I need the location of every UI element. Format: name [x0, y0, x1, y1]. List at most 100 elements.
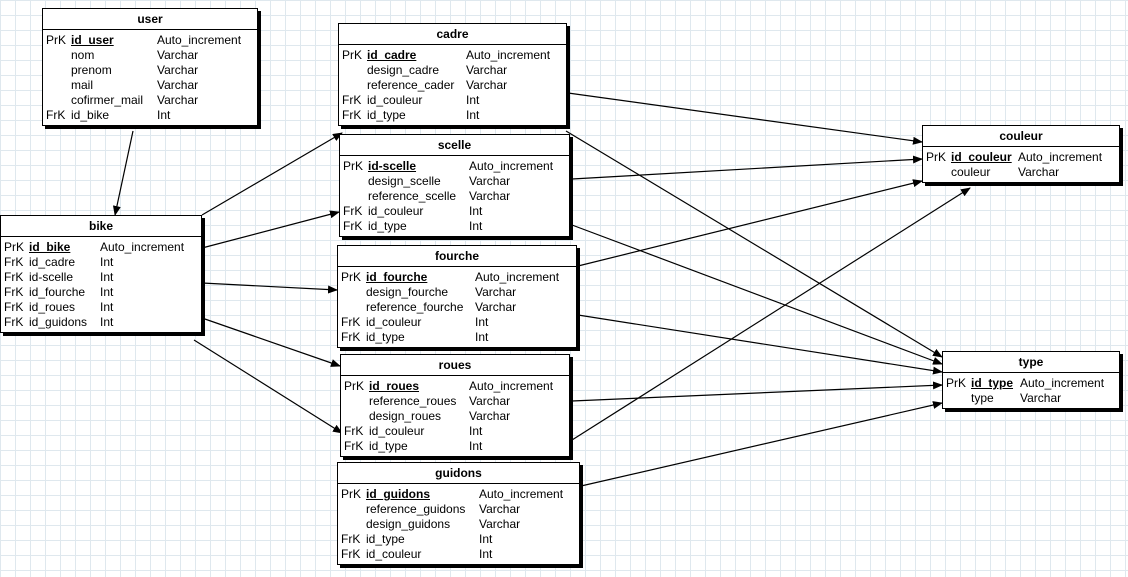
field-key: PrK	[341, 270, 362, 284]
field-row: design_roues Varchar	[341, 409, 569, 424]
field-key	[339, 78, 367, 93]
field-name: id_type	[368, 219, 407, 233]
field-row: FrK id_couleur Int	[340, 204, 569, 219]
field-type: Varchar	[157, 78, 199, 92]
field-key: FrK	[4, 285, 24, 299]
field-type: Auto_increment	[469, 379, 554, 393]
field-name: nom	[71, 48, 95, 62]
relation-scelle-to-couleur	[571, 155, 923, 180]
field-key: FrK	[4, 270, 24, 284]
field-name: design_cadre	[367, 63, 440, 77]
field-name: design_roues	[369, 409, 442, 423]
field-type: Varchar	[475, 285, 517, 299]
entity-title: couleur	[923, 126, 1119, 147]
field-key: FrK	[342, 93, 362, 107]
field-name: cofirmer_mail	[71, 93, 144, 107]
field-key	[338, 517, 366, 532]
field-key	[340, 174, 368, 189]
field-name: id_couleur	[369, 424, 425, 438]
field-row: mail Varchar	[43, 78, 257, 93]
field-type: Varchar	[466, 78, 508, 92]
field-name: id_type	[367, 108, 406, 122]
field-name: design_scelle	[368, 174, 441, 188]
field-key: PrK	[341, 487, 362, 501]
field-type: Auto_increment	[466, 48, 551, 62]
field-key	[923, 165, 951, 180]
relation-bike-to-scelle	[201, 210, 340, 249]
field-key: FrK	[343, 204, 363, 218]
field-key: FrK	[341, 547, 361, 561]
field-type: Int	[479, 532, 493, 546]
relation-bike-to-roues	[201, 317, 341, 367]
field-key: PrK	[343, 159, 364, 173]
field-name: design_fourche	[366, 285, 449, 299]
field-type: Int	[466, 93, 480, 107]
field-type: Int	[469, 439, 483, 453]
field-type: Int	[100, 285, 114, 299]
relation-cadre-to-couleur	[567, 92, 923, 145]
field-name: id_type	[369, 439, 408, 453]
field-type: Varchar	[469, 409, 511, 423]
field-type: Varchar	[1020, 391, 1062, 405]
relation-roues-to-couleur	[571, 187, 971, 441]
relation-scelle-to-type	[571, 224, 943, 365]
field-key: PrK	[926, 150, 947, 164]
field-type: Int	[469, 204, 483, 218]
field-name: reference_roues	[369, 394, 457, 408]
field-key: FrK	[342, 108, 362, 122]
field-type: Int	[466, 108, 480, 122]
field-name: id_couleur	[366, 315, 422, 329]
field-key: FrK	[4, 300, 24, 314]
field-type: Int	[469, 219, 483, 233]
field-row: FrK id_type Int	[339, 108, 566, 123]
relation-bike-to-fourche	[201, 282, 338, 294]
field-key: PrK	[946, 376, 967, 390]
field-name: mail	[71, 78, 94, 92]
field-type: Varchar	[469, 174, 511, 188]
field-type: Int	[475, 315, 489, 329]
field-type: Auto_increment	[1018, 150, 1103, 164]
field-type: Int	[157, 108, 171, 122]
field-type: Varchar	[479, 502, 521, 516]
field-type: Int	[475, 330, 489, 344]
field-row: design_scelle Varchar	[340, 174, 569, 189]
field-key: FrK	[341, 532, 361, 546]
field-key	[43, 78, 71, 93]
field-name: id_couleur	[368, 204, 424, 218]
field-name: id_couleur	[366, 547, 422, 561]
field-key: FrK	[344, 439, 364, 453]
entity-title: type	[943, 352, 1119, 373]
field-key: PrK	[342, 48, 363, 62]
field-key	[43, 63, 71, 78]
field-type: Varchar	[479, 517, 521, 531]
field-type: Int	[100, 315, 114, 329]
